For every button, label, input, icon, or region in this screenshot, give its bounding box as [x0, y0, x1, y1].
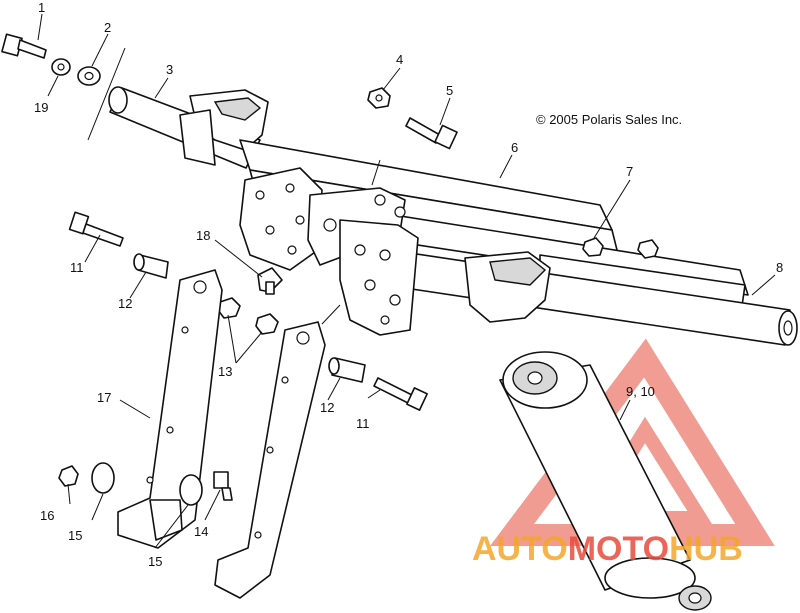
callout-labels: 1 2 19 3 4 5 6 7 8 9, 10 18 11 12 13 17 …	[34, 0, 783, 569]
nut-part-13b	[255, 313, 279, 335]
watermark-part-auto: AUTO	[472, 530, 568, 568]
callout-9-10: 9, 10	[626, 384, 655, 399]
callout-12-upper: 12	[118, 296, 132, 311]
svg-text:AUTOMOTOHUB: AUTOMOTOHUB	[472, 530, 743, 568]
link-part-17	[117, 269, 223, 549]
callout-15a: 15	[68, 528, 82, 543]
callout-6: 6	[511, 140, 518, 155]
bolt-part-11-upper	[68, 211, 124, 247]
callout-13: 13	[218, 364, 232, 379]
callout-7: 7	[626, 164, 633, 179]
callout-17: 17	[97, 390, 111, 405]
callout-18: 18	[196, 228, 210, 243]
nut-part-16	[58, 465, 79, 487]
callout-11-upper: 11	[70, 260, 84, 275]
bolt-part-14	[213, 471, 233, 501]
watermark-part-moto: MOTO	[568, 530, 669, 568]
callout-11-lower: 11	[356, 416, 370, 431]
shock-absorber-part-9-10	[499, 351, 712, 611]
bolt-part-5	[405, 117, 458, 150]
callout-12-lower: 12	[320, 400, 334, 415]
nut-part-7	[582, 237, 604, 257]
callout-16: 16	[40, 508, 54, 523]
leader-lines	[37, 13, 776, 549]
callout-14: 14	[194, 524, 208, 539]
copyright-text: © 2005 Polaris Sales Inc.	[536, 112, 682, 127]
callout-5: 5	[446, 83, 453, 98]
link-part-right	[214, 321, 326, 599]
center-bracket-plates	[239, 167, 419, 336]
watermark-text: AUTOMOTOHUB	[472, 530, 743, 568]
callout-4: 4	[396, 52, 403, 67]
callout-2: 2	[104, 20, 111, 35]
bushing-part-12-upper	[133, 253, 169, 279]
bushing-part-12-lower	[328, 357, 366, 383]
grease-fitting-part-18	[257, 267, 283, 295]
upper-cross-shaft-part-3	[108, 86, 269, 169]
callout-19: 19	[34, 100, 48, 115]
bolt-part-11-lower	[373, 377, 428, 411]
lower-cross-shaft-part-8	[384, 249, 798, 346]
callout-8: 8	[776, 260, 783, 275]
watermark-part-hub: HUB	[669, 530, 743, 568]
callout-15b: 15	[148, 554, 162, 569]
callout-3: 3	[166, 62, 173, 77]
callout-1: 1	[38, 0, 45, 15]
bolt-part-1	[1, 33, 47, 59]
washer-part-15b	[179, 474, 203, 506]
washer-part-15a	[91, 462, 115, 494]
